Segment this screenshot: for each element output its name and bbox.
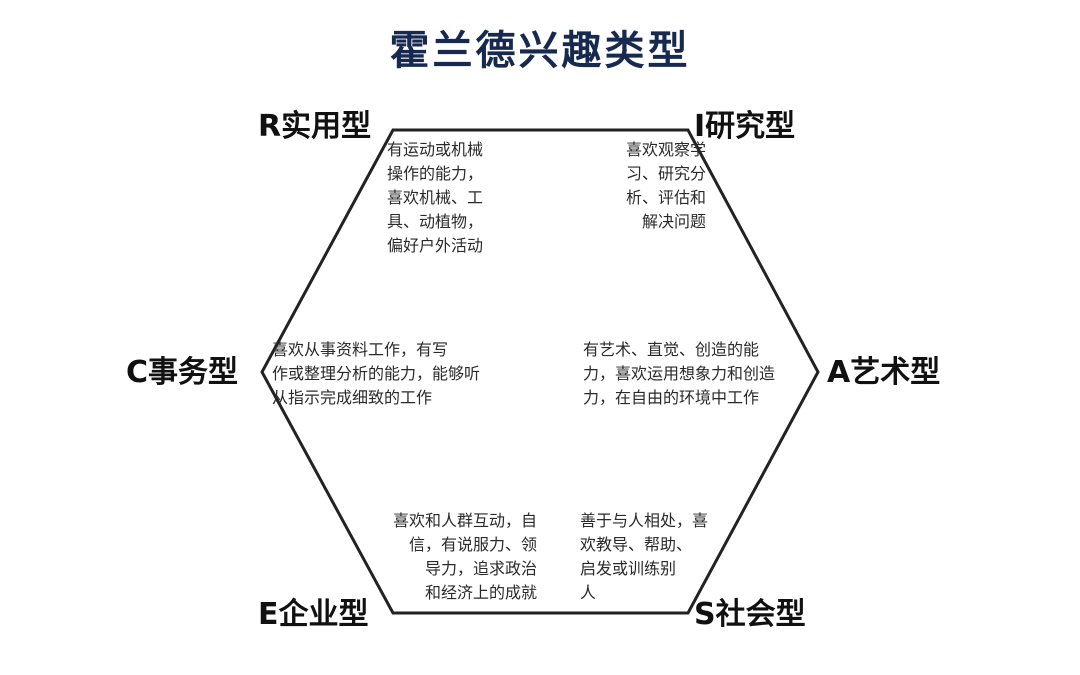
type-label-e: E企业型 [258, 597, 369, 632]
description-c: 喜欢从事资料工作，有写 作或整理分析的能力，能够听 从指示完成细致的工作 [272, 340, 481, 407]
type-label-r: R实用型 [258, 109, 372, 144]
description-a: 有艺术、直觉、创造的能 力，喜欢运用想象力和创造 力，在自由的环境中工作 [583, 340, 776, 407]
type-label-a: A艺术型 [827, 355, 941, 390]
type-label-c: C事务型 [126, 355, 239, 390]
description-r: 有运动或机械 操作的能力， 喜欢机械、工 具、动植物， 偏好户外活动 [386, 140, 483, 255]
type-label-s: S社会型 [694, 597, 806, 632]
diagram-title: 霍兰德兴趣类型 [389, 28, 691, 74]
type-label-i: I研究型 [694, 109, 796, 144]
hexagon-shape [260, 128, 820, 615]
description-s: 善于与人相处，喜 欢教导、帮助、 启发或训练别 人 [580, 511, 709, 602]
description-i: 喜欢观察学 习、研究分 析、评估和 解决问题 [625, 140, 706, 231]
description-e: 喜欢和人群互动，自 信，有说服力、领 导力，追求政治 和经济上的成就 [392, 511, 537, 602]
